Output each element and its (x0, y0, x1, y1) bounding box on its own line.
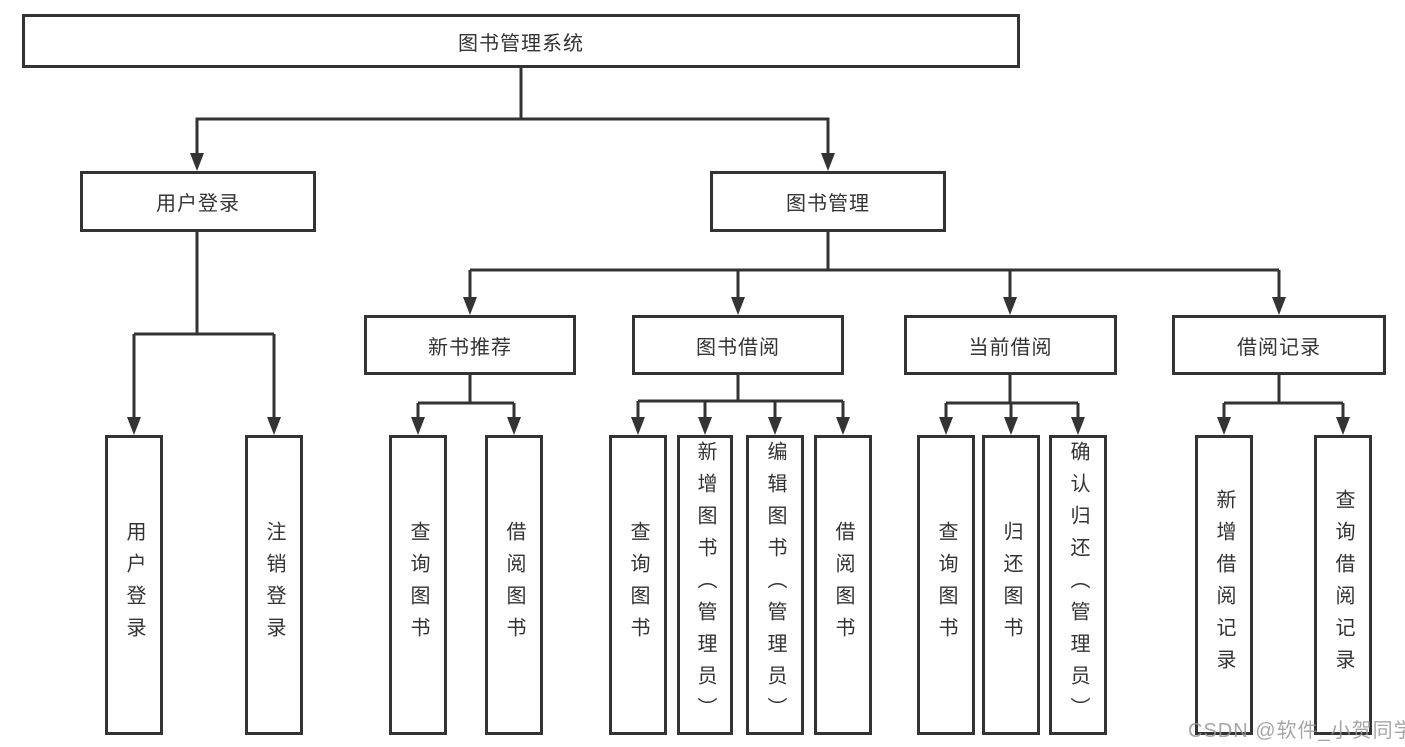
leaf-user-login: 用户登录 (105, 435, 163, 735)
leaf-return-books: 归还图书 (982, 435, 1040, 735)
node-label: 图书管理系统 (458, 32, 584, 55)
node-label: 图书管理 (786, 193, 870, 215)
node-label: 当前借阅 (968, 336, 1053, 359)
leaf-query-books-current: 查询图书 (917, 435, 975, 735)
node-label: 用户登录 (123, 521, 145, 649)
leaf-query-borrow-record: 查询借阅记录 (1314, 435, 1372, 735)
node-label: 归还图书 (1000, 521, 1022, 649)
leaf-query-books-recommend: 查询图书 (389, 435, 447, 735)
leaf-query-books-borrow: 查询图书 (609, 435, 667, 735)
node-label: 编辑图书（管理员） (764, 441, 786, 729)
node-label: 查询图书 (407, 521, 429, 649)
node-label: 新增借阅记录 (1213, 489, 1235, 681)
node-label: 新增图书（管理员） (694, 441, 716, 729)
node-label: 借阅图书 (503, 521, 525, 649)
node-book-management-branch: 图书管理 (710, 171, 946, 232)
connector-arrowheads (127, 153, 1350, 435)
leaf-add-borrow-record: 新增借阅记录 (1195, 435, 1253, 735)
node-user-login-branch: 用户登录 (80, 171, 316, 232)
node-label: 查询图书 (627, 521, 649, 649)
node-new-book-recommend: 新书推荐 (364, 315, 576, 375)
node-label: 用户登录 (156, 193, 240, 215)
node-label: 查询图书 (935, 521, 957, 649)
node-label: 新书推荐 (428, 336, 512, 359)
leaf-borrow-books-recommend: 借阅图书 (485, 435, 543, 735)
node-book-borrow: 图书借阅 (632, 315, 844, 375)
node-label: 确认归还（管理员） (1067, 441, 1089, 729)
node-label: 图书借阅 (696, 336, 780, 359)
node-label: 注销登录 (263, 521, 285, 649)
leaf-add-books-admin: 新增图书（管理员） (677, 435, 733, 735)
leaf-confirm-return-admin: 确认归还（管理员） (1049, 435, 1107, 735)
node-label: 查询借阅记录 (1332, 489, 1354, 681)
leaf-borrow-books: 借阅图书 (814, 435, 872, 735)
leaf-edit-books-admin: 编辑图书（管理员） (746, 435, 804, 735)
node-borrow-records: 借阅记录 (1172, 315, 1386, 375)
node-current-borrow: 当前借阅 (904, 315, 1117, 375)
node-label: 借阅图书 (832, 521, 854, 649)
node-library-management-system: 图书管理系统 (22, 14, 1020, 68)
connector-edges (132, 68, 1345, 420)
leaf-logout: 注销登录 (245, 435, 303, 735)
csdn-watermark: CSDN @软件_小贺同学 (1188, 720, 1405, 742)
node-label: 借阅记录 (1237, 336, 1321, 359)
